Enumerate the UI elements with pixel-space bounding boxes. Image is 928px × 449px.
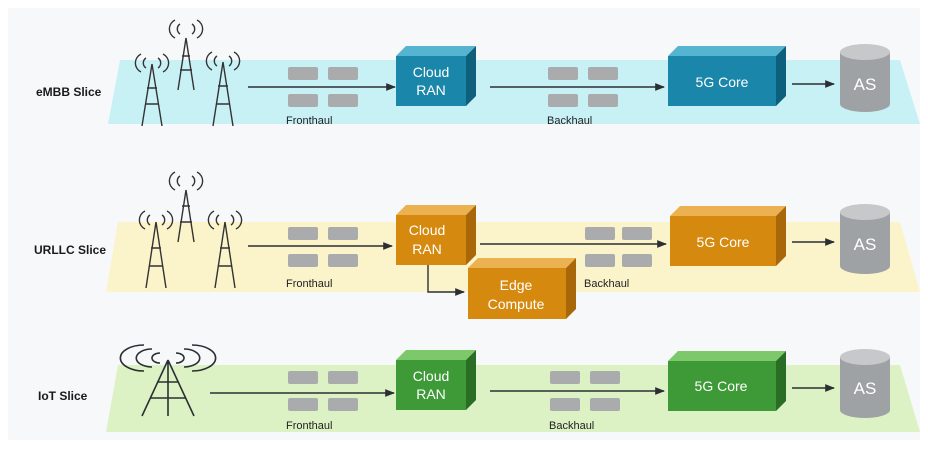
- urllc-slice-label: URLLC Slice: [34, 243, 107, 257]
- iot-core-label: 5G Core: [695, 378, 748, 394]
- urllc-edge-line2: Compute: [488, 296, 545, 312]
- cell-tower-icon: [134, 53, 170, 127]
- switch-icon: [585, 254, 615, 267]
- switch-icon: [328, 94, 358, 107]
- embb-as-database: AS: [840, 44, 890, 112]
- embb-backhaul-switches: [548, 67, 618, 107]
- urllc-as-database: AS: [840, 204, 890, 274]
- switch-icon: [288, 254, 318, 267]
- cell-tower-icon: [168, 19, 204, 91]
- embb-slice-label: eMBB Slice: [36, 85, 102, 99]
- embb-ran-line2: RAN: [416, 82, 446, 98]
- urllc-ran-line1: Cloud: [409, 222, 446, 238]
- iot-backhaul-label: Backhaul: [549, 420, 594, 432]
- cell-tower-icon: [207, 210, 243, 289]
- embb-fronthaul-label: Fronthaul: [286, 115, 332, 127]
- switch-icon: [590, 371, 620, 384]
- iot-as-label: AS: [854, 379, 877, 398]
- urllc-backhaul-switches: [585, 227, 652, 267]
- switch-icon: [328, 398, 358, 411]
- embb-backhaul-label: Backhaul: [547, 115, 592, 127]
- embb-fronthaul-switches: [288, 67, 358, 107]
- switch-icon: [328, 371, 358, 384]
- cell-tower-icon: [205, 51, 241, 127]
- embb-5g-core-box: 5G Core: [668, 46, 786, 106]
- urllc-edge-compute-box: Edge Compute: [468, 258, 576, 319]
- urllc-as-label: AS: [854, 235, 877, 254]
- switch-icon: [288, 67, 318, 80]
- iot-fronthaul-label: Fronthaul: [286, 420, 332, 432]
- cell-tower-icon: [168, 171, 204, 243]
- embb-slice-band: [108, 60, 920, 124]
- switch-icon: [588, 94, 618, 107]
- embb-cloud-ran-box: Cloud RAN: [396, 46, 476, 106]
- iot-as-database: AS: [840, 349, 890, 418]
- switch-icon: [288, 227, 318, 240]
- iot-cloud-ran-box: Cloud RAN: [396, 350, 476, 410]
- urllc-5g-core-box: 5G Core: [670, 206, 786, 266]
- iot-backhaul-switches: [550, 371, 620, 411]
- urllc-cell-towers: [138, 171, 243, 289]
- urllc-fronthaul-label: Fronthaul: [286, 278, 332, 290]
- switch-icon: [328, 227, 358, 240]
- switch-icon: [585, 227, 615, 240]
- cell-tower-icon: [138, 210, 174, 289]
- switch-icon: [328, 254, 358, 267]
- embb-slice: Fronthaul Cloud RAN Backhaul: [108, 19, 920, 127]
- switch-icon: [550, 398, 580, 411]
- iot-slice-band: [106, 365, 920, 432]
- ran-to-edge-arrow: [427, 265, 465, 296]
- switch-icon: [622, 254, 652, 267]
- switch-icon: [328, 67, 358, 80]
- switch-icon: [588, 67, 618, 80]
- urllc-fronthaul-switches: [288, 227, 358, 267]
- iot-slice-label: IoT Slice: [38, 389, 88, 403]
- switch-icon: [548, 94, 578, 107]
- switch-icon: [548, 67, 578, 80]
- embb-core-label: 5G Core: [696, 74, 749, 90]
- urllc-edge-line1: Edge: [500, 277, 533, 293]
- switch-icon: [288, 94, 318, 107]
- embb-cell-towers: [134, 19, 241, 127]
- urllc-cloud-ran-box: Cloud RAN: [396, 205, 476, 265]
- switch-icon: [288, 371, 318, 384]
- iot-ran-line1: Cloud: [413, 368, 450, 384]
- urllc-core-label: 5G Core: [697, 234, 750, 250]
- switch-icon: [288, 398, 318, 411]
- switch-icon: [622, 227, 652, 240]
- urllc-backhaul-label: Backhaul: [584, 278, 629, 290]
- switch-icon: [590, 398, 620, 411]
- urllc-slice: Fronthaul Cloud RAN Edge Compute: [106, 171, 920, 319]
- iot-slice: Fronthaul Cloud RAN Backhaul 5G Cor: [106, 344, 920, 432]
- iot-5g-core-box: 5G Core: [668, 351, 786, 411]
- iot-ran-line2: RAN: [416, 386, 446, 402]
- iot-antenna-tower-icon: [119, 344, 217, 417]
- urllc-ran-line2: RAN: [412, 241, 442, 257]
- iot-fronthaul-switches: [288, 371, 358, 411]
- switch-icon: [550, 371, 580, 384]
- embb-ran-line1: Cloud: [413, 64, 450, 80]
- embb-as-label: AS: [854, 75, 877, 94]
